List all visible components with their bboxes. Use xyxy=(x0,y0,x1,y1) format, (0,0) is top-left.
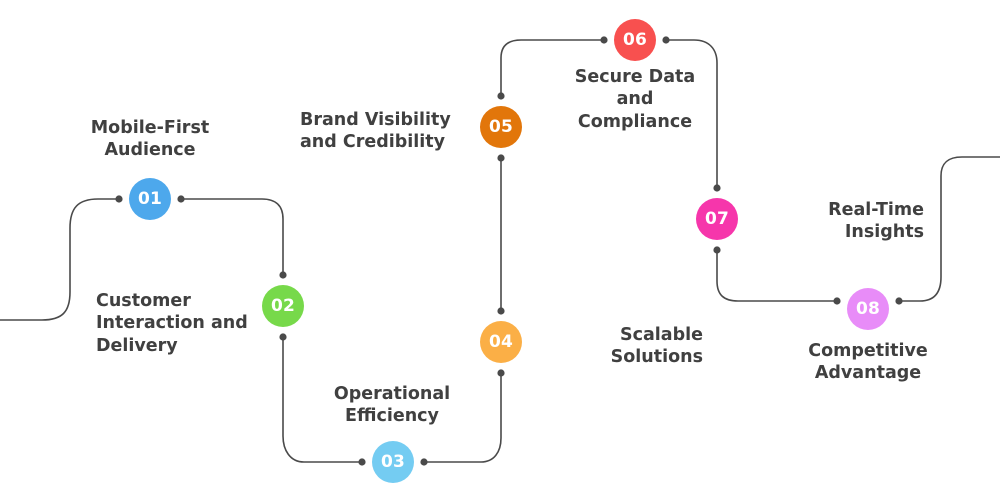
node-number-06: 06 xyxy=(622,29,648,50)
node-05-to-node-06 xyxy=(500,39,605,97)
node-label-06: Secure Data and Compliance xyxy=(574,67,696,132)
dot-node-08-right xyxy=(895,297,903,305)
dot-node-05-bottom xyxy=(497,154,505,162)
dot-node-05-top xyxy=(497,92,505,100)
node-number-05: 05 xyxy=(488,116,514,137)
node-circle-01[interactable]: 01 xyxy=(129,178,171,220)
node-number-02: 02 xyxy=(270,295,296,316)
node-circle-05[interactable]: 05 xyxy=(480,106,522,148)
dot-node-04-bottom xyxy=(497,369,505,377)
dot-entry-node-01 xyxy=(115,195,123,203)
node-02-to-node-03 xyxy=(282,336,363,463)
node-label-03: Operational Efficiency xyxy=(333,384,451,427)
dot-node-06-left xyxy=(600,36,608,44)
node-08-to-exit xyxy=(898,156,1000,302)
node-circle-08[interactable]: 08 xyxy=(847,288,889,330)
node-label-04: Scalable Solutions xyxy=(610,325,703,368)
node-label-08: Competitive Advantage xyxy=(808,341,928,384)
dot-node-03-right xyxy=(420,458,428,466)
dot-node-03-left xyxy=(358,458,366,466)
dot-node-08-left xyxy=(833,297,841,305)
node-label-02: Customer Interaction and Delivery xyxy=(96,291,248,356)
node-06-to-node-07 xyxy=(665,39,718,189)
node-number-03: 03 xyxy=(380,451,406,472)
node-circle-02[interactable]: 02 xyxy=(262,285,304,327)
node-07-to-node-08 xyxy=(716,249,838,302)
dot-node-06-right xyxy=(662,36,670,44)
dot-node-07-top xyxy=(713,184,721,192)
node-number-01: 01 xyxy=(137,188,163,209)
entry-to-node-01 xyxy=(0,198,120,321)
node-circle-04[interactable]: 04 xyxy=(480,321,522,363)
node-circle-03[interactable]: 03 xyxy=(372,441,414,483)
node-01-to-node-02 xyxy=(180,198,284,276)
node-number-08: 08 xyxy=(855,298,881,319)
node-label-05: Brand Visibility and Credibility xyxy=(300,110,451,153)
dot-node-07-bottom xyxy=(713,246,721,254)
node-label-07: Real-Time Insights xyxy=(828,200,924,243)
dot-node-02-bottom xyxy=(279,333,287,341)
dot-node-01-right xyxy=(177,195,185,203)
node-label-01: Mobile-First Audience xyxy=(90,118,210,161)
node-03-to-node-04 xyxy=(423,372,502,463)
dot-node-02-top xyxy=(279,271,287,279)
node-number-04: 04 xyxy=(488,331,514,352)
node-number-07: 07 xyxy=(704,208,730,229)
node-circle-07[interactable]: 07 xyxy=(696,198,738,240)
dot-node-04-top xyxy=(497,307,505,315)
node-circle-06[interactable]: 06 xyxy=(614,19,656,61)
